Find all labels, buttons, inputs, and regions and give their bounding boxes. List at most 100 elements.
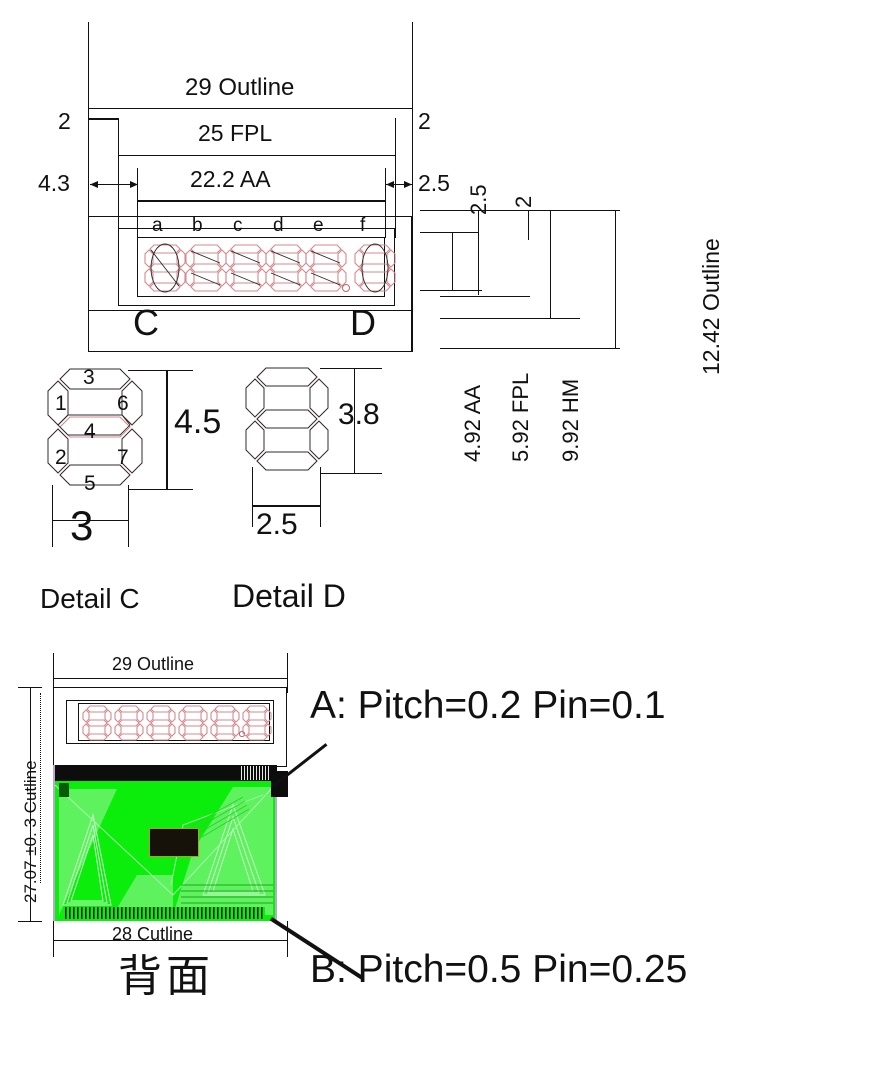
detail-c-seg-2: 2 — [55, 446, 67, 469]
vdim-9p92-hm: 9.92 HM — [558, 378, 583, 462]
detail-d-caption: Detail D — [232, 578, 346, 614]
arrow-heads-4p3 — [90, 181, 138, 188]
detail-c-dim-bot-ext — [128, 489, 193, 490]
bv-left-dim-v — [30, 687, 31, 921]
callout-c: C — [133, 302, 159, 343]
detail-c-group: 3 1 6 4 2 7 5 4.5 3 — [0, 355, 230, 605]
detail-d-dim-h — [252, 505, 320, 507]
bv-display-window — [66, 700, 274, 744]
digit-label-f: f — [360, 215, 366, 236]
vdim-ref-aa-top — [420, 232, 478, 233]
arrow-heads-2p5 — [386, 181, 412, 188]
bv-seven-segment-digit-6 — [242, 704, 272, 741]
detail-d-width: 2.5 — [256, 508, 298, 541]
bv-seven-segment-digit-2 — [114, 704, 144, 741]
dim-right-v-2: 2 — [511, 195, 536, 208]
bv-dim-line-29 — [53, 678, 287, 679]
bottom-view-group: 29 Outline 27.07 ±0. 3 Cutline — [0, 645, 887, 1075]
ext-line-left-fpl — [118, 118, 119, 238]
driver-ic-chip — [149, 828, 199, 857]
vdim-tick-hm — [550, 210, 551, 318]
note-b-pitch-pin: B: Pitch=0.5 Pin=0.25 — [310, 948, 688, 991]
vdim-ref-hm — [440, 318, 580, 319]
digit-label-a: a — [152, 215, 163, 236]
pcb-edge-left — [53, 765, 55, 921]
detail-c-dim-h — [52, 520, 128, 521]
vdim-5p92-fpl: 5.92 FPL — [508, 372, 533, 462]
bv-seven-segment-digit-4 — [178, 704, 208, 741]
dim-left-2: 2 — [58, 108, 71, 134]
dim-line-22-aa — [137, 200, 385, 202]
detail-d-dim-right-ext — [320, 467, 321, 527]
detail-c-seg-3: 3 — [83, 366, 95, 389]
module-aa-box — [137, 237, 385, 297]
bv-dim-28-cutline: 28 Cutline — [112, 924, 194, 944]
digit-label-d: d — [273, 215, 284, 236]
digit-label-b: b — [192, 215, 203, 236]
digit-label-e: e — [313, 215, 324, 236]
vdim-tick-aa — [452, 232, 453, 290]
detail-d-dim-v — [354, 368, 355, 473]
dim-29-outline: 29 Outline — [185, 74, 295, 101]
vdim-ref-fpl — [440, 296, 530, 297]
detail-c-digit — [47, 363, 143, 488]
bv-aa-window — [78, 703, 270, 741]
vdim-4p92-aa: 4.92 AA — [460, 384, 485, 462]
flex-pcb-artwork — [53, 765, 288, 921]
detail-d-dim-top-ext — [320, 368, 382, 369]
detail-c-dim-v — [166, 370, 168, 489]
bv-seven-segment-digit-1 — [82, 704, 112, 741]
seven-segment-digit-e — [305, 242, 347, 294]
arrow-line-2p5 — [386, 184, 412, 185]
detail-c-seg-5: 5 — [84, 472, 96, 495]
vdim-tick-2p5 — [478, 210, 479, 295]
bv-dim-cutline-vertical: 27.07 ±0. 3 Cutline — [21, 760, 40, 903]
bv-seven-segment-digit-5 — [210, 704, 240, 741]
pcb-left-pad — [59, 783, 69, 797]
digit-label-c: c — [233, 215, 243, 236]
detail-c-dim-top-ext — [128, 370, 193, 371]
ext-line-right-aa — [385, 168, 386, 238]
ext-line-left-outer — [88, 22, 89, 352]
bv-cut-ext-right — [287, 921, 288, 957]
bv-ext-right — [287, 653, 288, 693]
bv-ext-left — [53, 653, 54, 693]
detail-c-height: 4.5 — [174, 403, 222, 441]
seven-segment-digit-a — [144, 242, 186, 294]
tick-left-2 — [88, 118, 118, 120]
bv-dim-line-28 — [53, 940, 287, 941]
module-inner-divider — [88, 310, 412, 311]
vdim-ref-top — [420, 210, 620, 211]
pcb-top-right-pin-row — [241, 766, 271, 780]
vdim-tick-2 — [528, 210, 529, 240]
decimal-point-icon — [342, 284, 350, 292]
seven-segment-digit-b — [185, 242, 227, 294]
seven-segment-digit-c — [225, 242, 267, 294]
detail-d-digit — [245, 363, 329, 471]
pcb-bottom-pin-row — [65, 907, 265, 919]
dim-right-2: 2 — [418, 108, 431, 134]
detail-c-seg-7: 7 — [117, 446, 129, 469]
bv-dim-29-outline: 29 Outline — [112, 654, 195, 674]
detail-c-caption: Detail C — [40, 583, 140, 614]
callout-d: D — [350, 302, 376, 343]
ext-line-right-fpl — [395, 118, 396, 238]
dim-22-aa: 22.2 AA — [190, 166, 271, 192]
pcb-top-black-bar — [55, 765, 277, 781]
ext-line-left-aa — [137, 168, 138, 238]
dim-4p3: 4.3 — [38, 170, 70, 196]
detail-c-seg-4: 4 — [84, 420, 96, 443]
dim-line-25-fpl — [118, 155, 395, 156]
bv-left-dim-bot — [18, 921, 42, 922]
top-view-group: 29 Outline 25 FPL 2 2 22.2 AA 4.3 2.5 2.… — [0, 0, 887, 462]
vdim-ref-outline — [440, 348, 620, 349]
dim-right-2p5: 2.5 — [418, 170, 450, 196]
ext-line-right-outer — [412, 22, 413, 352]
note-a-pitch-pin: A: Pitch=0.2 Pin=0.1 — [310, 684, 666, 727]
detail-c-width: 3 — [70, 502, 94, 549]
detail-d-height: 3.8 — [338, 398, 380, 431]
detail-c-dim-left-ext — [52, 485, 53, 547]
bv-caption-back-side: 背面 — [118, 952, 214, 1001]
seven-segment-digit-d — [265, 242, 307, 294]
vdim-ref-aa-bot — [420, 290, 482, 291]
